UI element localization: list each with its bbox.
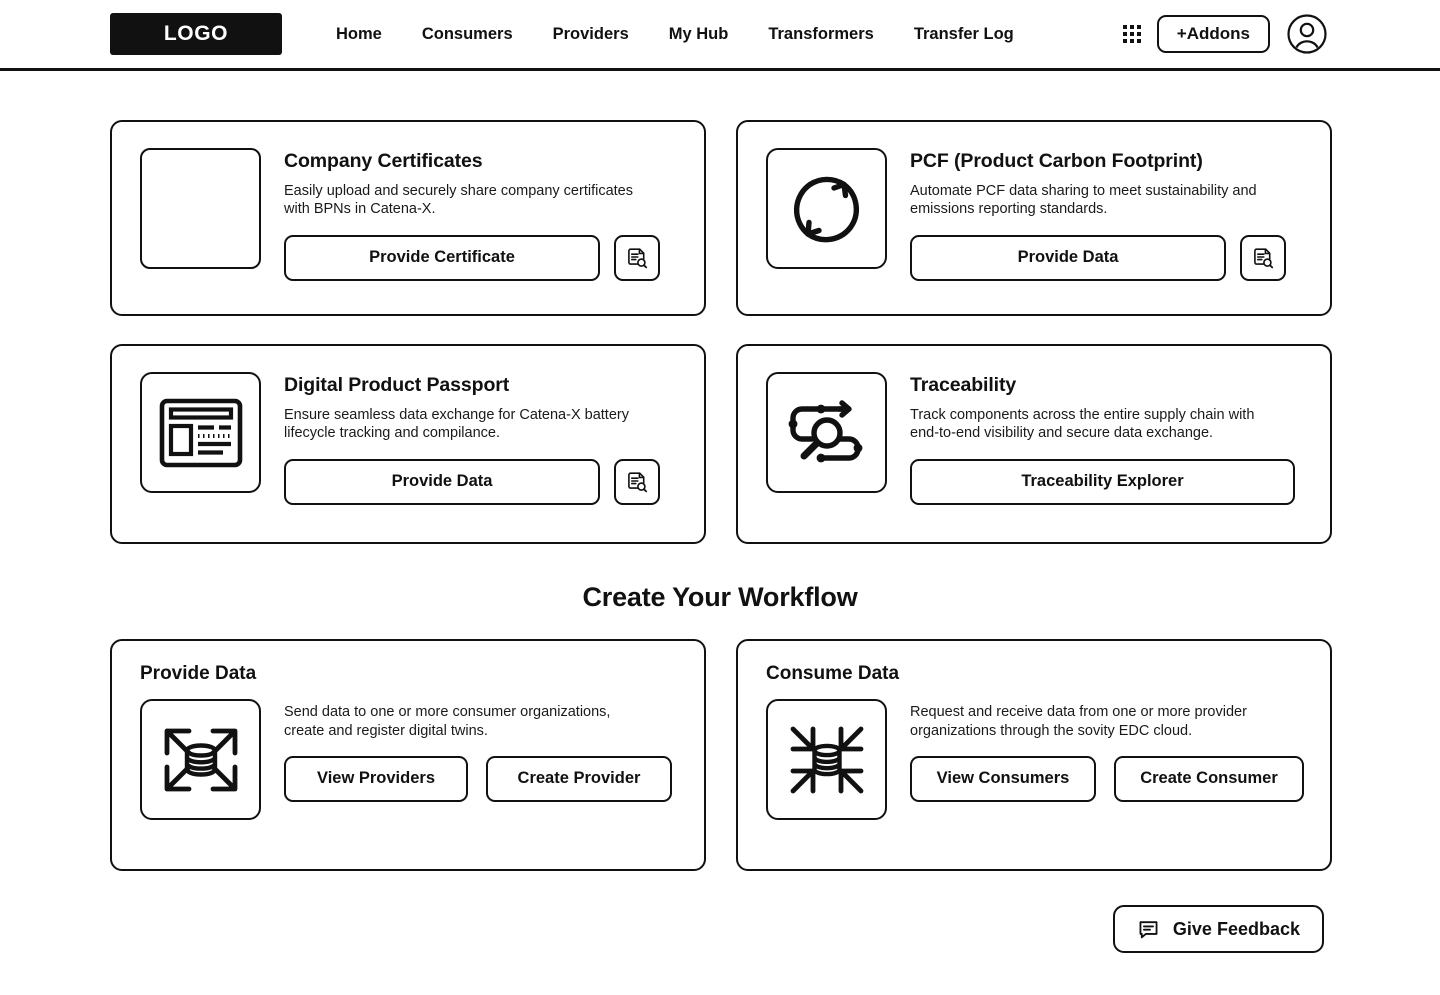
view-providers-button[interactable]: View Providers [284, 755, 468, 802]
nav-item-transfer-log[interactable]: Transfer Log [913, 24, 1014, 43]
main-nav: Home Consumers Providers My Hub Transfor… [336, 25, 1014, 44]
card-actions: Provide Data [284, 458, 676, 505]
traceability-path-magnifier-icon [788, 399, 862, 462]
workflow-card-title: Consume Data [766, 663, 900, 684]
card-title: Digital Product Passport [284, 374, 510, 396]
database-arrows-out-icon-box [140, 699, 261, 820]
document-search-icon [628, 248, 648, 269]
document-search-icon [628, 472, 648, 493]
create-workflow-heading: Create Your Workflow [582, 582, 858, 612]
workflow-cards-row: Provide Data Send data to one [110, 639, 1332, 871]
recycle-cycle-icon [793, 176, 859, 242]
logo[interactable]: LOGO [110, 13, 282, 55]
card-title: Company Certificates [284, 150, 483, 172]
provide-data-button[interactable]: Provide Data [910, 234, 1226, 281]
workflow-card-actions: View Providers Create Provider [284, 755, 676, 802]
workflow-card-description: Request and receive data from one or mor… [910, 704, 1247, 740]
card-body: Company Certificates Easily upload and s… [284, 148, 676, 281]
card-title: PCF (Product Carbon Footprint) [910, 150, 1203, 172]
card-consume-data: Consume Data Request and recei [736, 639, 1332, 871]
database-arrows-in-icon [790, 726, 863, 793]
card-traceability: Traceability Track components across the… [736, 344, 1332, 544]
logo-text: LOGO [163, 22, 229, 45]
recycle-cycle-icon-box [766, 148, 887, 269]
view-consumers-button[interactable]: View Consumers [910, 755, 1096, 802]
nav-item-consumers[interactable]: Consumers [421, 24, 513, 43]
card-actions: Provide Data [910, 234, 1302, 281]
card-title: Traceability [910, 374, 1017, 396]
nav-item-home[interactable]: Home [336, 24, 382, 43]
nav-item-providers[interactable]: Providers [552, 24, 629, 43]
card-actions: Provide Certificate [284, 234, 676, 281]
document-search-button[interactable] [614, 458, 660, 505]
apps-grid-icon[interactable] [1122, 25, 1141, 43]
id-card-document-icon-box [140, 372, 261, 493]
workflow-card-inner: Send data to one or more consumer organi… [140, 699, 676, 820]
app-header: LOGO Home Consumers Providers My Hub Tra… [0, 0, 1440, 71]
nav-item-my-hub[interactable]: My Hub [668, 24, 729, 43]
give-feedback-label: Give Feedback [1172, 918, 1300, 939]
database-arrows-out-icon [164, 728, 237, 791]
workflow-card-body: Send data to one or more consumer organi… [284, 699, 676, 802]
card-provide-data: Provide Data Send data to one [110, 639, 706, 871]
main-content: Company Certificates Easily upload and s… [0, 120, 1440, 953]
traceability-path-magnifier-icon-box [766, 372, 887, 493]
card-pcf: PCF (Product Carbon Footprint) Automate … [736, 120, 1332, 316]
workflow-card-actions: View Consumers Create Consumer [910, 755, 1304, 802]
addons-button[interactable]: +Addons [1156, 15, 1270, 53]
blank-placeholder-icon [140, 148, 261, 269]
card-description: Automate PCF data sharing to meet sustai… [910, 183, 1257, 218]
traceability-explorer-button[interactable]: Traceability Explorer [910, 458, 1295, 505]
document-search-icon [1254, 248, 1274, 269]
workflow-card-inner: Request and receive data from one or mor… [766, 699, 1304, 820]
database-arrows-in-icon-box [766, 699, 887, 820]
create-consumer-button[interactable]: Create Consumer [1114, 755, 1304, 802]
document-search-button[interactable] [1240, 234, 1286, 281]
card-description: Easily upload and securely share company… [284, 183, 633, 218]
provide-data-button[interactable]: Provide Data [284, 458, 600, 505]
card-body: Digital Product Passport Ensure seamless… [284, 372, 676, 505]
card-description: Track components across the entire suppl… [910, 407, 1255, 442]
nav-item-transformers[interactable]: Transformers [768, 24, 874, 43]
card-body: Traceability Track components across the… [910, 372, 1302, 505]
card-actions: Traceability Explorer [910, 458, 1302, 505]
feedback-area: Give Feedback [110, 905, 1330, 953]
chat-bubble-icon [1139, 920, 1158, 938]
workflow-card-title: Provide Data [140, 663, 257, 684]
user-avatar-icon[interactable] [1286, 13, 1328, 55]
feature-cards-row-2: Digital Product Passport Ensure seamless… [110, 344, 1332, 544]
document-search-button[interactable] [614, 234, 660, 281]
feature-cards-row-1: Company Certificates Easily upload and s… [110, 120, 1332, 316]
card-description: Ensure seamless data exchange for Catena… [284, 407, 629, 442]
create-provider-button[interactable]: Create Provider [486, 755, 672, 802]
card-company-certificates: Company Certificates Easily upload and s… [110, 120, 706, 316]
give-feedback-button[interactable]: Give Feedback [1112, 905, 1324, 953]
header-actions: +Addons [1122, 13, 1328, 55]
card-digital-product-passport: Digital Product Passport Ensure seamless… [110, 344, 706, 544]
workflow-card-body: Request and receive data from one or mor… [910, 699, 1304, 802]
workflow-card-description: Send data to one or more consumer organi… [284, 704, 611, 740]
id-card-document-icon [159, 398, 242, 467]
provide-certificate-button[interactable]: Provide Certificate [284, 234, 600, 281]
card-body: PCF (Product Carbon Footprint) Automate … [910, 148, 1302, 281]
